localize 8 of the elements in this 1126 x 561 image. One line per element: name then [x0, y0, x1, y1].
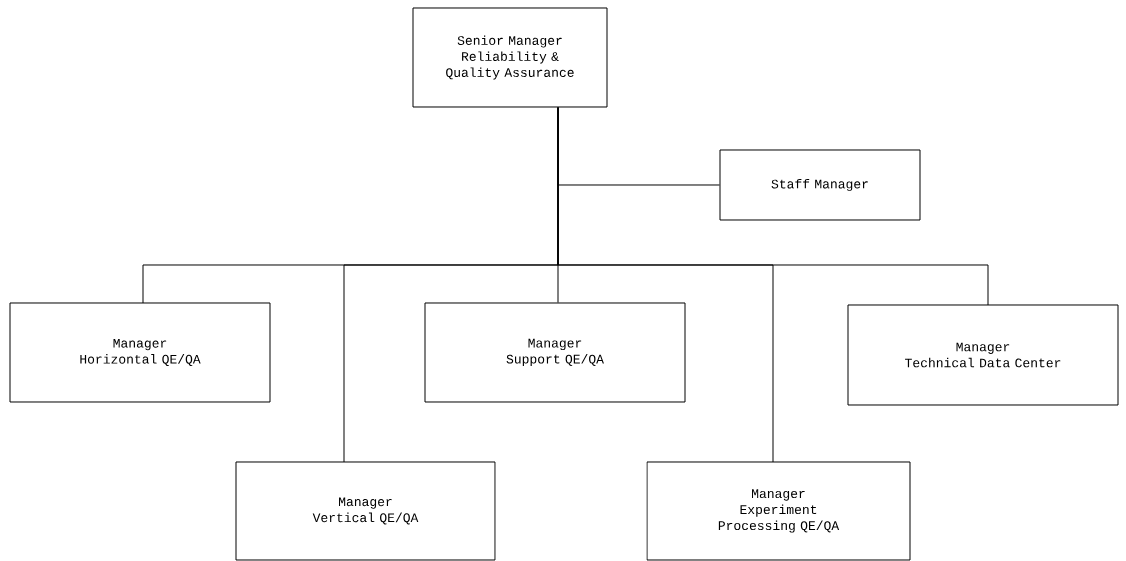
org-box: Senior Manager Reliability & Quality Assurance — [412, 7, 608, 108]
org-box: Manager Support QE/QA — [424, 302, 686, 403]
org-box: Manager Technical Data Center — [847, 304, 1119, 406]
org-box: Manager Vertical QE/QA — [235, 461, 496, 561]
connector-line — [557, 107, 989, 306]
org-box: Staff Manager — [719, 149, 921, 221]
org-box: Manager Experiment Processing QE/QA — [646, 461, 911, 561]
org-box: Manager Horizontal QE/QA — [9, 302, 271, 403]
